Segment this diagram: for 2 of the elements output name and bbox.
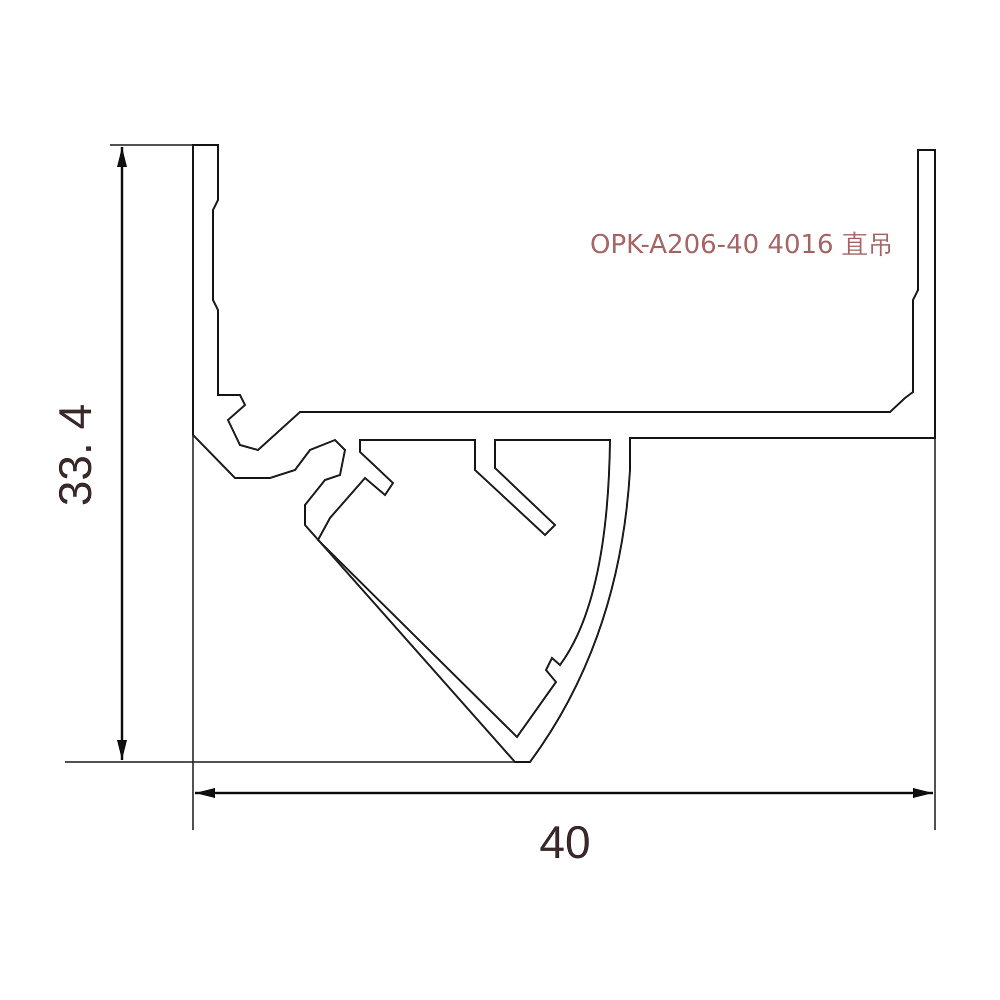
dimension-label: 40 <box>539 819 591 865</box>
dimension-label: 33. 4 <box>52 404 98 506</box>
